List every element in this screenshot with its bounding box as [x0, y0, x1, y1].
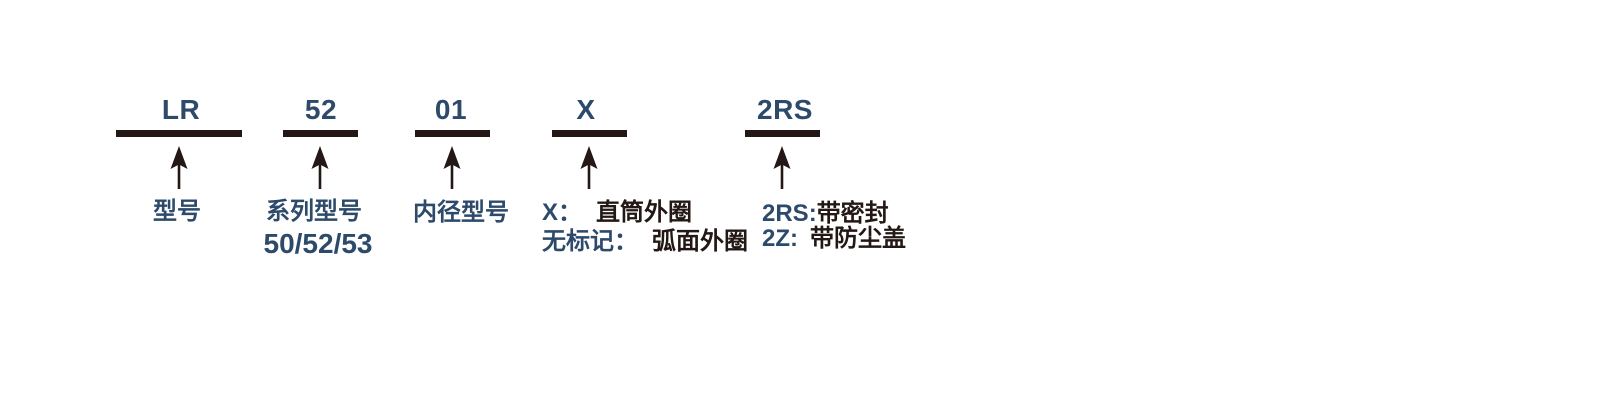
option-line-x: X： 直筒外圈 [542, 201, 692, 225]
up-arrow-icon [773, 146, 791, 189]
code-text-01: 01 [434, 94, 468, 125]
code-text-52: 52 [304, 94, 338, 125]
option-key: X： [542, 199, 583, 226]
up-arrow-icon [443, 146, 461, 189]
option-line-2z: 2Z: 带防尘盖 [762, 227, 906, 251]
segment-label: 系列型号 [266, 198, 362, 225]
segment-label: 内径型号 [413, 199, 509, 226]
segment-label: 型号 [153, 198, 201, 225]
code-underline [116, 130, 242, 137]
code-text-x: X [576, 94, 596, 125]
code-text-2rs: 2RS [757, 94, 813, 125]
option-description: 弧面外圈 [652, 228, 748, 255]
code-text-lr: LR [161, 94, 201, 125]
option-description: 带防尘盖 [810, 225, 906, 252]
code-underline [415, 130, 490, 137]
option-key: 2RS: [762, 200, 817, 227]
up-arrow-icon [580, 146, 598, 189]
option-description: 带密封 [816, 200, 889, 227]
up-arrow-icon [170, 146, 188, 189]
option-description: 直筒外圈 [596, 199, 693, 226]
option-line-2rs: 2RS:带密封 [762, 202, 889, 226]
option-key: 2Z: [762, 225, 798, 252]
series-options: 50/52/53 [263, 228, 373, 259]
code-underline [283, 130, 358, 137]
option-line-unmarked: 无标记： 弧面外圈 [542, 230, 748, 254]
code-underline [745, 130, 820, 137]
code-underline [552, 130, 627, 137]
option-key: 无标记： [542, 228, 638, 255]
up-arrow-icon [311, 146, 329, 189]
